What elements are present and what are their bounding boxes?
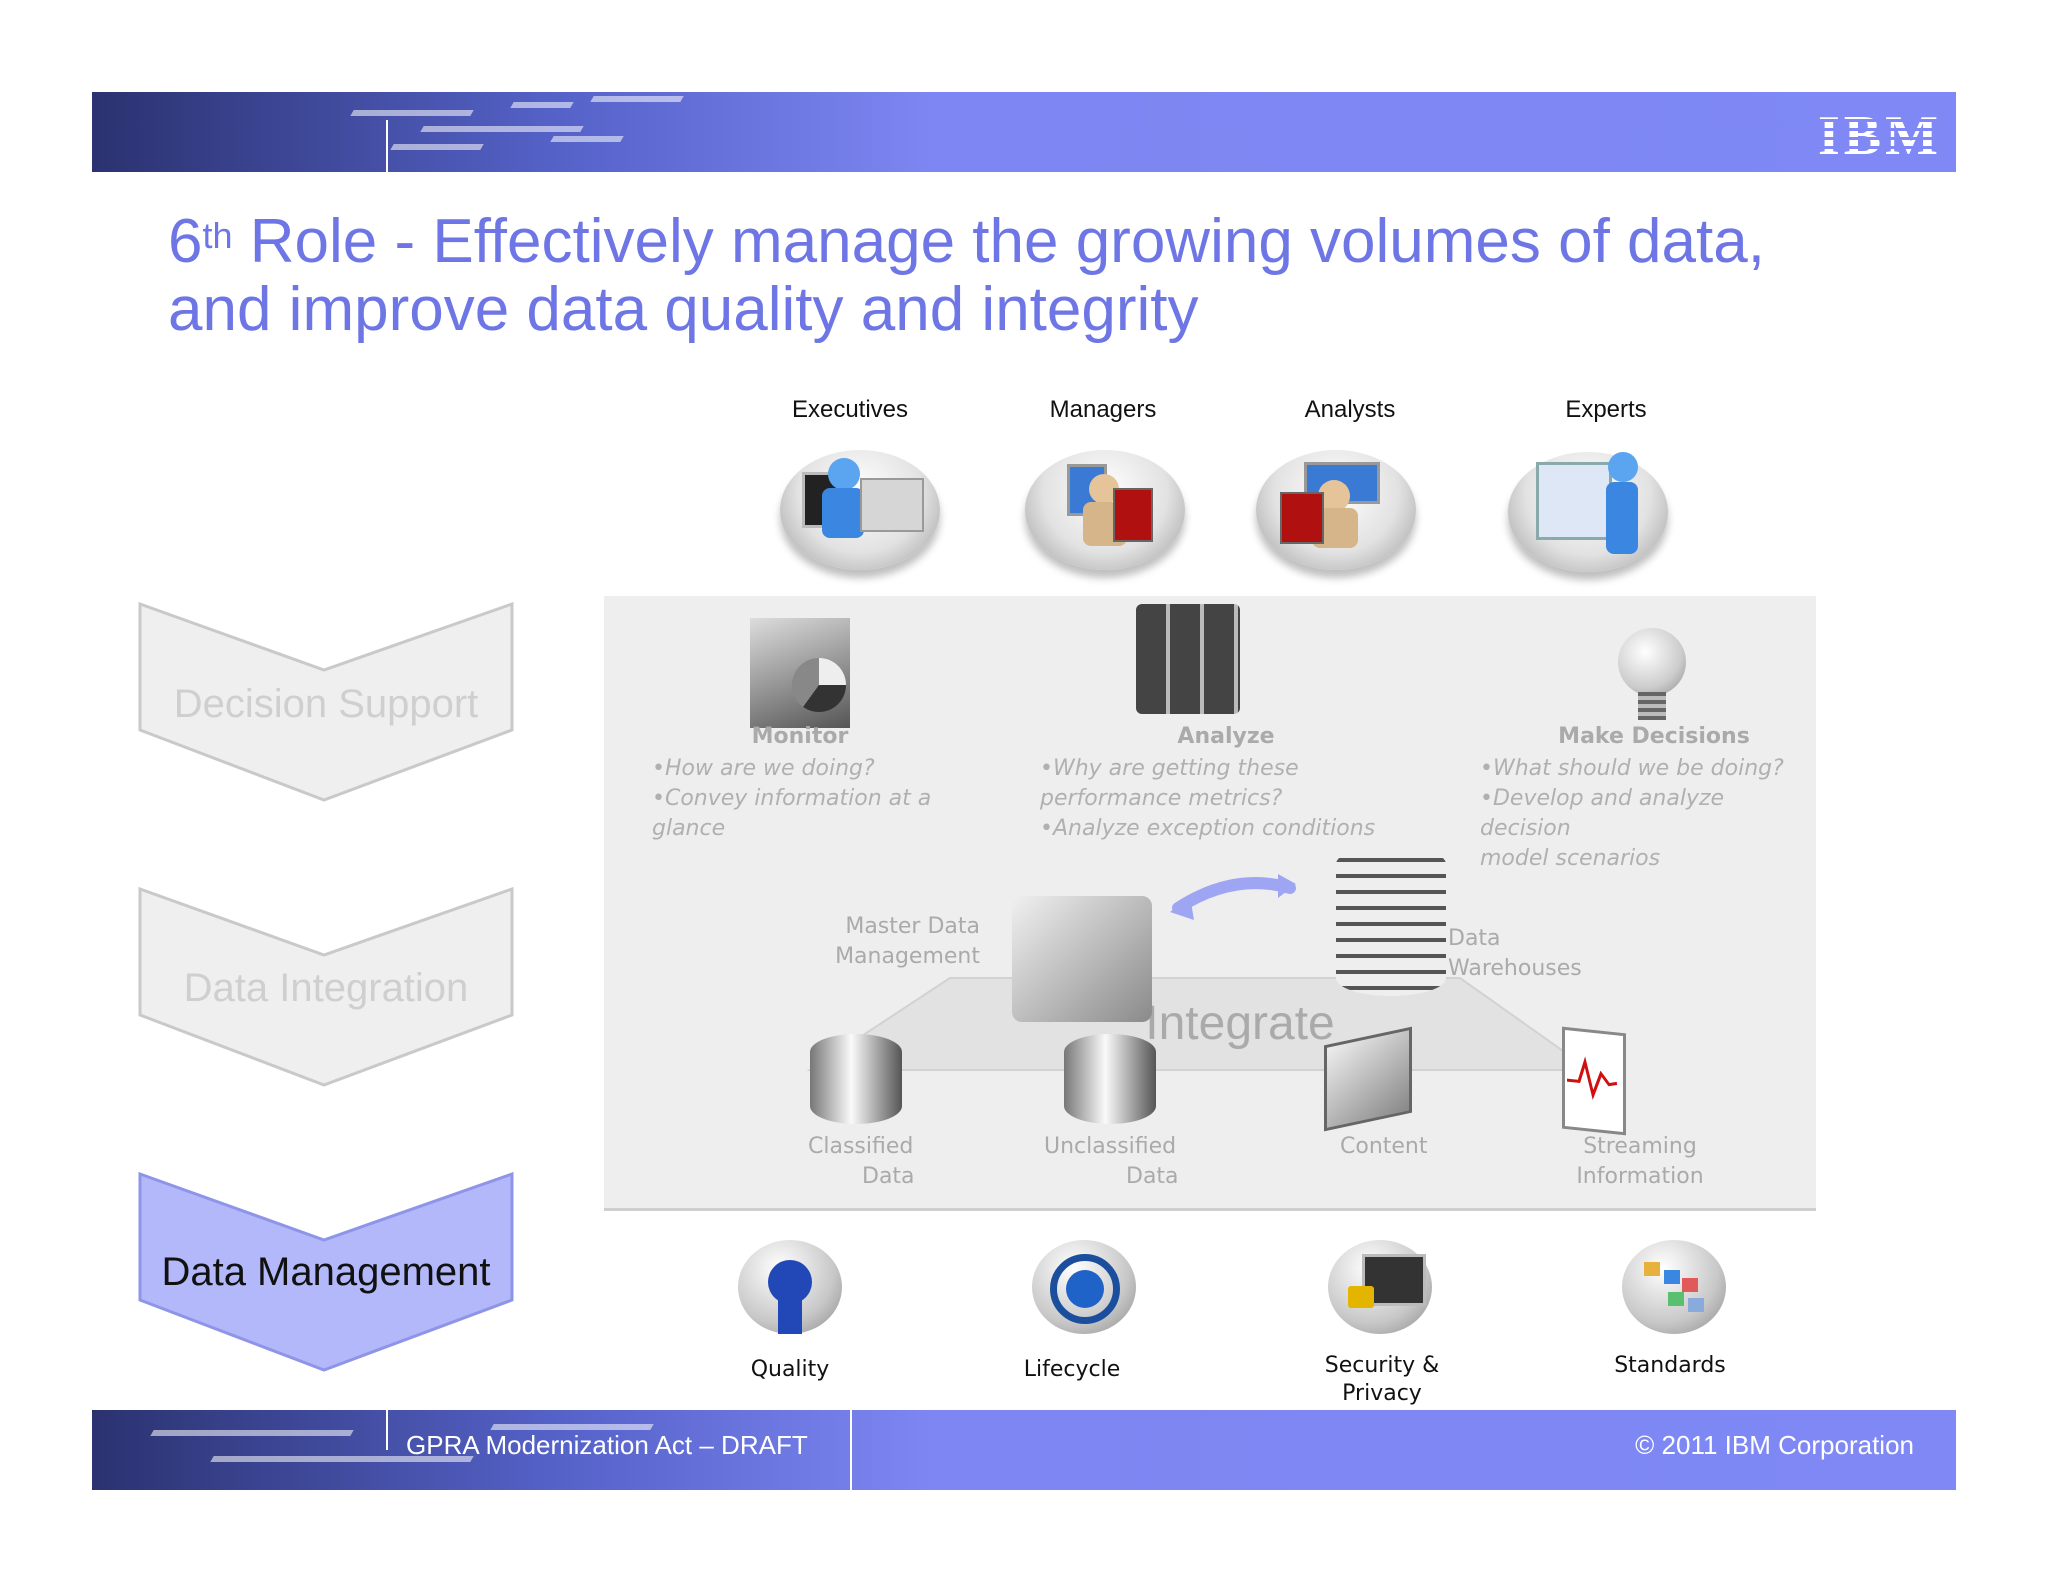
source-streaming-label: Streaming Information xyxy=(1576,1134,1704,1189)
page-title: 6th Role - Effectively manage the growin… xyxy=(168,207,1765,344)
foundation-lifecycle-label: Lifecycle xyxy=(1023,1357,1121,1382)
mdm-label: Master Data Management xyxy=(835,914,980,969)
monitor-chart-icon xyxy=(750,618,850,728)
unclassified-data-cylinder-icon xyxy=(1064,1034,1156,1124)
manager-workstation-icon xyxy=(1025,450,1185,570)
source-unclassified-label: Unclassified Data xyxy=(1044,1134,1179,1189)
role-label-analysts: Analysts xyxy=(1304,396,1396,423)
foundation-quality-label: Quality xyxy=(750,1357,830,1382)
master-data-cube-icon xyxy=(1012,896,1152,1022)
layer-data-management-label: Data Management xyxy=(161,1250,491,1294)
sync-arrow-icon xyxy=(1170,874,1296,920)
role-label-executives: Executives xyxy=(791,396,909,423)
ibm-logo: IBM xyxy=(1818,105,1942,167)
footer-draft-label: GPRA Modernization Act – DRAFT xyxy=(406,1430,808,1460)
lifecycle-cycle-icon xyxy=(1032,1240,1136,1334)
source-classified-label: Classified Data xyxy=(808,1134,915,1189)
source-content-label: Content xyxy=(1340,1134,1428,1159)
foundation-standards-label: Standards xyxy=(1614,1353,1726,1378)
role-label-managers: Managers xyxy=(1049,396,1157,423)
dw-label: Data Warehouses xyxy=(1448,926,1582,981)
layer-data-integration-label: Data Integration xyxy=(183,966,469,1010)
foundation-security-label: Security & Privacy xyxy=(1324,1353,1440,1406)
header-banner: IBM xyxy=(92,92,1956,172)
footer-copyright: © 2011 IBM Corporation xyxy=(1635,1430,1914,1460)
analyst-workstation-icon xyxy=(1256,450,1416,570)
layer-decision-support-chevron[interactable] xyxy=(136,600,516,810)
footer-banner: GPRA Modernization Act – DRAFT © 2011 IB… xyxy=(92,1410,1956,1490)
classified-data-cylinder-icon xyxy=(810,1034,902,1124)
monitor-description: •How are we doing? •Convey information a… xyxy=(652,756,932,841)
lightbulb-icon xyxy=(1618,628,1686,720)
integrate-label: Integrate xyxy=(1145,997,1335,1050)
standards-blocks-icon xyxy=(1622,1240,1726,1334)
layer-data-integration-chevron[interactable] xyxy=(136,885,516,1095)
quality-ribbon-icon xyxy=(738,1240,842,1334)
layer-decision-support-label: Decision Support xyxy=(173,682,479,726)
analyze-description: •Why are getting these performance metri… xyxy=(1040,756,1376,841)
expert-presentation-icon xyxy=(1508,452,1668,572)
security-lock-icon xyxy=(1328,1240,1432,1334)
layer-data-management-chevron[interactable] xyxy=(136,1170,516,1380)
monitor-title: Monitor xyxy=(751,724,849,749)
analyze-cube-icon xyxy=(1136,604,1240,714)
executive-workstation-icon xyxy=(780,450,940,570)
analyze-title: Analyze xyxy=(1177,724,1275,749)
role-label-experts: Experts xyxy=(1565,396,1647,423)
streaming-monitor-icon xyxy=(1562,1026,1626,1136)
decisions-description: •What should we be doing? •Develop and a… xyxy=(1480,756,1784,871)
decisions-title: Make Decisions xyxy=(1558,724,1750,749)
data-warehouse-stack-icon xyxy=(1336,846,1446,996)
